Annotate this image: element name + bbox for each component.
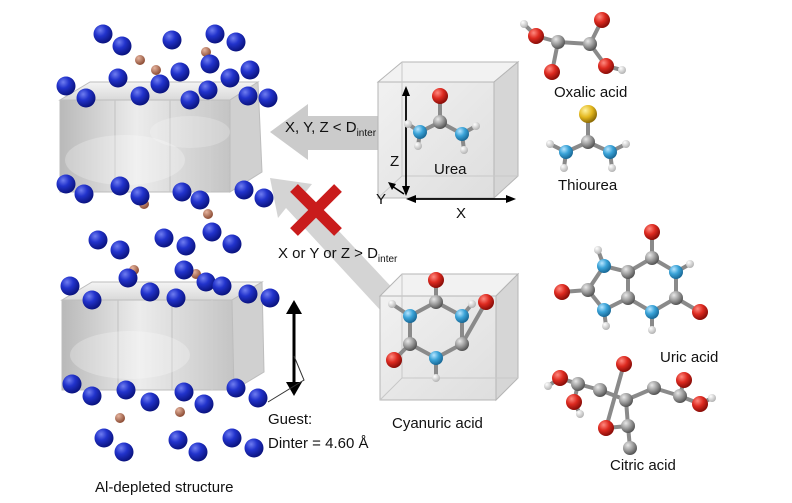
framework-atom bbox=[76, 88, 96, 108]
citric-acid-label: Citric acid bbox=[610, 457, 676, 474]
cyanuric-acid-molecule bbox=[386, 272, 494, 382]
framework-atom bbox=[110, 240, 130, 260]
framework-atom bbox=[196, 272, 216, 292]
framework-atom bbox=[93, 24, 113, 44]
guest-label-line1: Guest: bbox=[268, 411, 312, 428]
framework-atom bbox=[248, 388, 268, 408]
framework-atom bbox=[222, 428, 242, 448]
framework-atom bbox=[56, 76, 76, 96]
interlayer-atom bbox=[175, 407, 185, 417]
urea-axes bbox=[388, 86, 516, 203]
axis-y-label: Y bbox=[376, 191, 386, 208]
interlayer-atom bbox=[203, 209, 213, 219]
framework-atom bbox=[140, 392, 160, 412]
dinter-arrow bbox=[267, 300, 305, 403]
nofit-condition-label: X or Y or Z > Dinter bbox=[278, 245, 398, 265]
framework-atom bbox=[116, 380, 136, 400]
lower-slab-front-face bbox=[61, 299, 235, 391]
framework-atom bbox=[154, 228, 174, 248]
uric-acid-label: Uric acid bbox=[660, 349, 718, 366]
framework-atom bbox=[112, 36, 132, 56]
framework-atom bbox=[108, 68, 128, 88]
framework-atom bbox=[238, 86, 258, 106]
interlayer-atom bbox=[115, 413, 125, 423]
framework-atom bbox=[114, 442, 134, 462]
interlayer-atom bbox=[201, 47, 211, 57]
guest-label-line2: Dinter = 4.60 Å bbox=[268, 435, 368, 452]
framework-atom bbox=[62, 374, 82, 394]
urea-label: Urea bbox=[434, 161, 467, 178]
framework-atom bbox=[166, 288, 186, 308]
framework-atom bbox=[260, 288, 280, 308]
framework-atom bbox=[82, 290, 102, 310]
framework-atom bbox=[240, 60, 260, 80]
oxalic-acid-molecule bbox=[520, 12, 626, 80]
framework-atom bbox=[174, 382, 194, 402]
framework-atom bbox=[188, 442, 208, 462]
framework-atom bbox=[244, 438, 264, 458]
urea-box bbox=[376, 60, 520, 200]
framework-atom bbox=[176, 236, 196, 256]
framework-atom bbox=[198, 80, 218, 100]
thiourea-label: Thiourea bbox=[558, 177, 618, 194]
framework-atom bbox=[140, 282, 160, 302]
framework-atom bbox=[56, 174, 76, 194]
axis-x-label: X bbox=[456, 205, 466, 222]
framework-atom bbox=[110, 176, 130, 196]
citric-acid-molecule bbox=[544, 356, 716, 455]
upper-slab-front-face bbox=[59, 99, 231, 193]
framework-atom bbox=[194, 394, 214, 414]
lower-framework-layer bbox=[60, 281, 265, 391]
framework-atom bbox=[205, 24, 225, 44]
urea-molecule bbox=[404, 88, 480, 154]
framework-atom bbox=[172, 182, 192, 202]
framework-atom bbox=[212, 276, 232, 296]
interlayer-atom bbox=[151, 65, 161, 75]
framework-atom bbox=[150, 74, 170, 94]
red-cross-icon bbox=[290, 184, 342, 236]
framework-atom bbox=[130, 186, 150, 206]
framework-atom bbox=[254, 188, 274, 208]
framework-atom bbox=[258, 88, 278, 108]
structure-caption: Al-depleted structure bbox=[95, 479, 233, 496]
framework-atom bbox=[118, 268, 138, 288]
framework-atom bbox=[238, 284, 258, 304]
fit-condition-label: X, Y, Z < Dinter bbox=[285, 119, 377, 139]
framework-atom bbox=[202, 222, 222, 242]
framework-atoms bbox=[56, 24, 280, 462]
framework-atom bbox=[94, 428, 114, 448]
cyanuric-acid-label: Cyanuric acid bbox=[392, 415, 483, 432]
framework-atom bbox=[174, 260, 194, 280]
thiourea-molecule bbox=[546, 105, 630, 172]
fit-arrow bbox=[270, 104, 405, 160]
axis-z-label: Z bbox=[390, 153, 399, 170]
nofit-arrow bbox=[270, 178, 400, 312]
interlayer-atom bbox=[135, 55, 145, 65]
framework-atom bbox=[234, 180, 254, 200]
oxalic-acid-label: Oxalic acid bbox=[554, 84, 627, 101]
framework-atom bbox=[222, 234, 242, 254]
framework-atom bbox=[162, 30, 182, 50]
uric-acid-molecule bbox=[554, 224, 708, 334]
framework-atom bbox=[200, 54, 220, 74]
framework-atom bbox=[220, 68, 240, 88]
cyanuric-box bbox=[378, 272, 520, 402]
framework-atom bbox=[190, 190, 210, 210]
framework-atom bbox=[226, 32, 246, 52]
framework-atom bbox=[130, 86, 150, 106]
framework-atom bbox=[180, 90, 200, 110]
upper-framework-layer bbox=[58, 81, 263, 193]
framework-atom bbox=[226, 378, 246, 398]
guest-molecules bbox=[386, 12, 716, 455]
framework-atom bbox=[170, 62, 190, 82]
framework-atom bbox=[168, 430, 188, 450]
framework-atom bbox=[88, 230, 108, 250]
framework-atom bbox=[60, 276, 80, 296]
framework-atom bbox=[74, 184, 94, 204]
framework-atom bbox=[82, 386, 102, 406]
